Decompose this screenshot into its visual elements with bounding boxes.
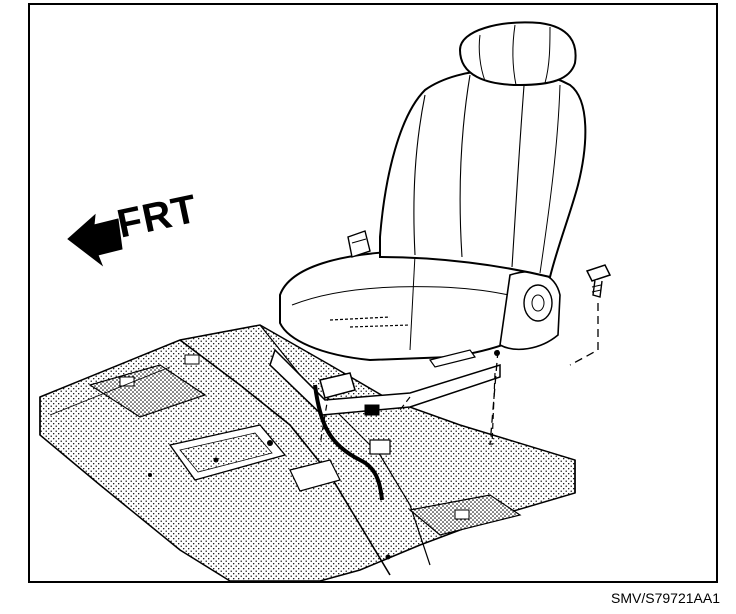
seat-rails [269,348,501,501]
seat-cushion [279,249,561,368]
bolt-guide-line [489,303,599,446]
bolt-icon [585,264,612,298]
seat-installation-illustration [39,21,612,581]
front-arrow-icon [67,213,123,267]
seat-back [347,21,587,279]
diagram-frame: FRT [28,3,718,583]
figure-reference-code: SMV/S79721AA1 [611,590,720,606]
floor-panel [39,324,576,581]
